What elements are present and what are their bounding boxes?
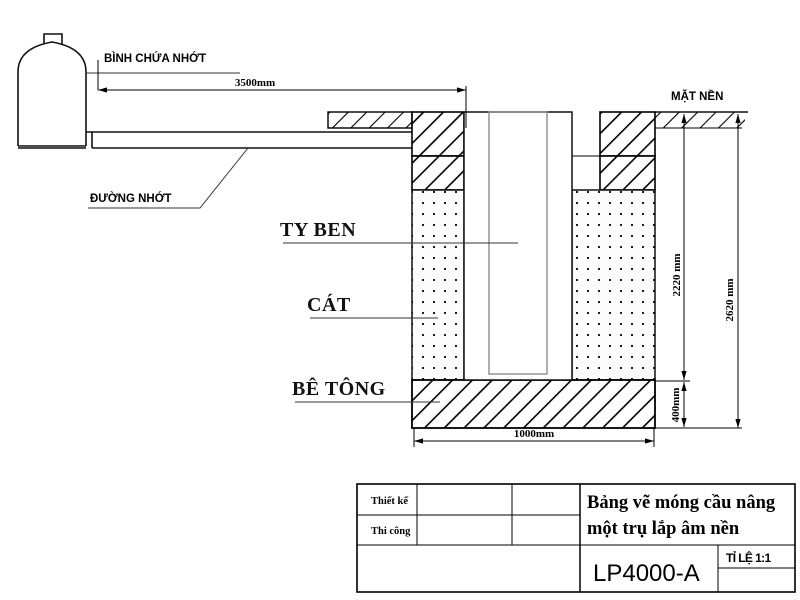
tb-label-construction: Thi công <box>371 526 411 537</box>
cylinder-outer-casing <box>463 111 573 381</box>
dimtext-1000: 1000mm <box>514 428 554 440</box>
label-sand: CÁT <box>307 293 351 316</box>
dimtext-2220: 2220 mm <box>671 253 683 296</box>
ground-band-right-fill <box>655 112 745 128</box>
annotation-group: BÌNH CHỨA NHỚT ĐƯỜNG NHỚT MẶT NỀN TY BEN… <box>86 52 723 403</box>
tb-title-line2: một trụ lắp âm nền <box>587 519 740 539</box>
leader-oil-line <box>88 147 249 209</box>
concrete-slab-bottom <box>411 379 656 429</box>
pit-structure-group <box>411 111 656 429</box>
title-block: Thiết kế Thi công Bảng vẽ móng cầu nâng … <box>356 483 796 593</box>
dimtext-3500: 3500mm <box>235 77 275 89</box>
label-oil-line: ĐƯỜNG NHỚT <box>90 192 172 205</box>
label-ground-level: MẶT NỀN <box>671 90 723 103</box>
oil-tank-group <box>17 33 87 147</box>
tb-label-design: Thiết kế <box>371 496 409 507</box>
sand-fill-left <box>411 189 465 381</box>
tb-scale-label: TỈ LỆ 1:1 <box>726 550 772 565</box>
ground-band-left <box>327 111 413 129</box>
label-cylinder: TY BEN <box>280 219 356 241</box>
concrete-wall-left <box>411 155 465 191</box>
concrete-collar-left-upper <box>411 111 465 157</box>
cylinder-ty-ben-group <box>463 111 573 381</box>
tb-title-line1: Bảng vẽ móng cầu nâng <box>587 493 776 513</box>
oil-pipe-group <box>18 131 412 149</box>
dimension-group: 3500mm 1000mm 2220 mm 2620 mm 400mm <box>97 60 742 447</box>
concrete-wall-right <box>599 155 656 191</box>
label-concrete: BÊ TÔNG <box>292 376 386 400</box>
concrete-collar-right-upper <box>599 111 656 157</box>
sand-fill-right <box>571 189 656 381</box>
tb-drawing-code: LP4000-A <box>593 560 700 587</box>
dimtext-400: 400mm <box>670 388 682 423</box>
oil-tank-body <box>17 41 87 146</box>
oil-tank-nozzle-icon <box>43 33 63 44</box>
dimtext-2620: 2620 mm <box>724 278 736 321</box>
ground-surface-group <box>327 111 748 129</box>
label-oil-tank: BÌNH CHỨA NHỚT <box>104 52 206 65</box>
title-block-frame <box>356 483 796 593</box>
